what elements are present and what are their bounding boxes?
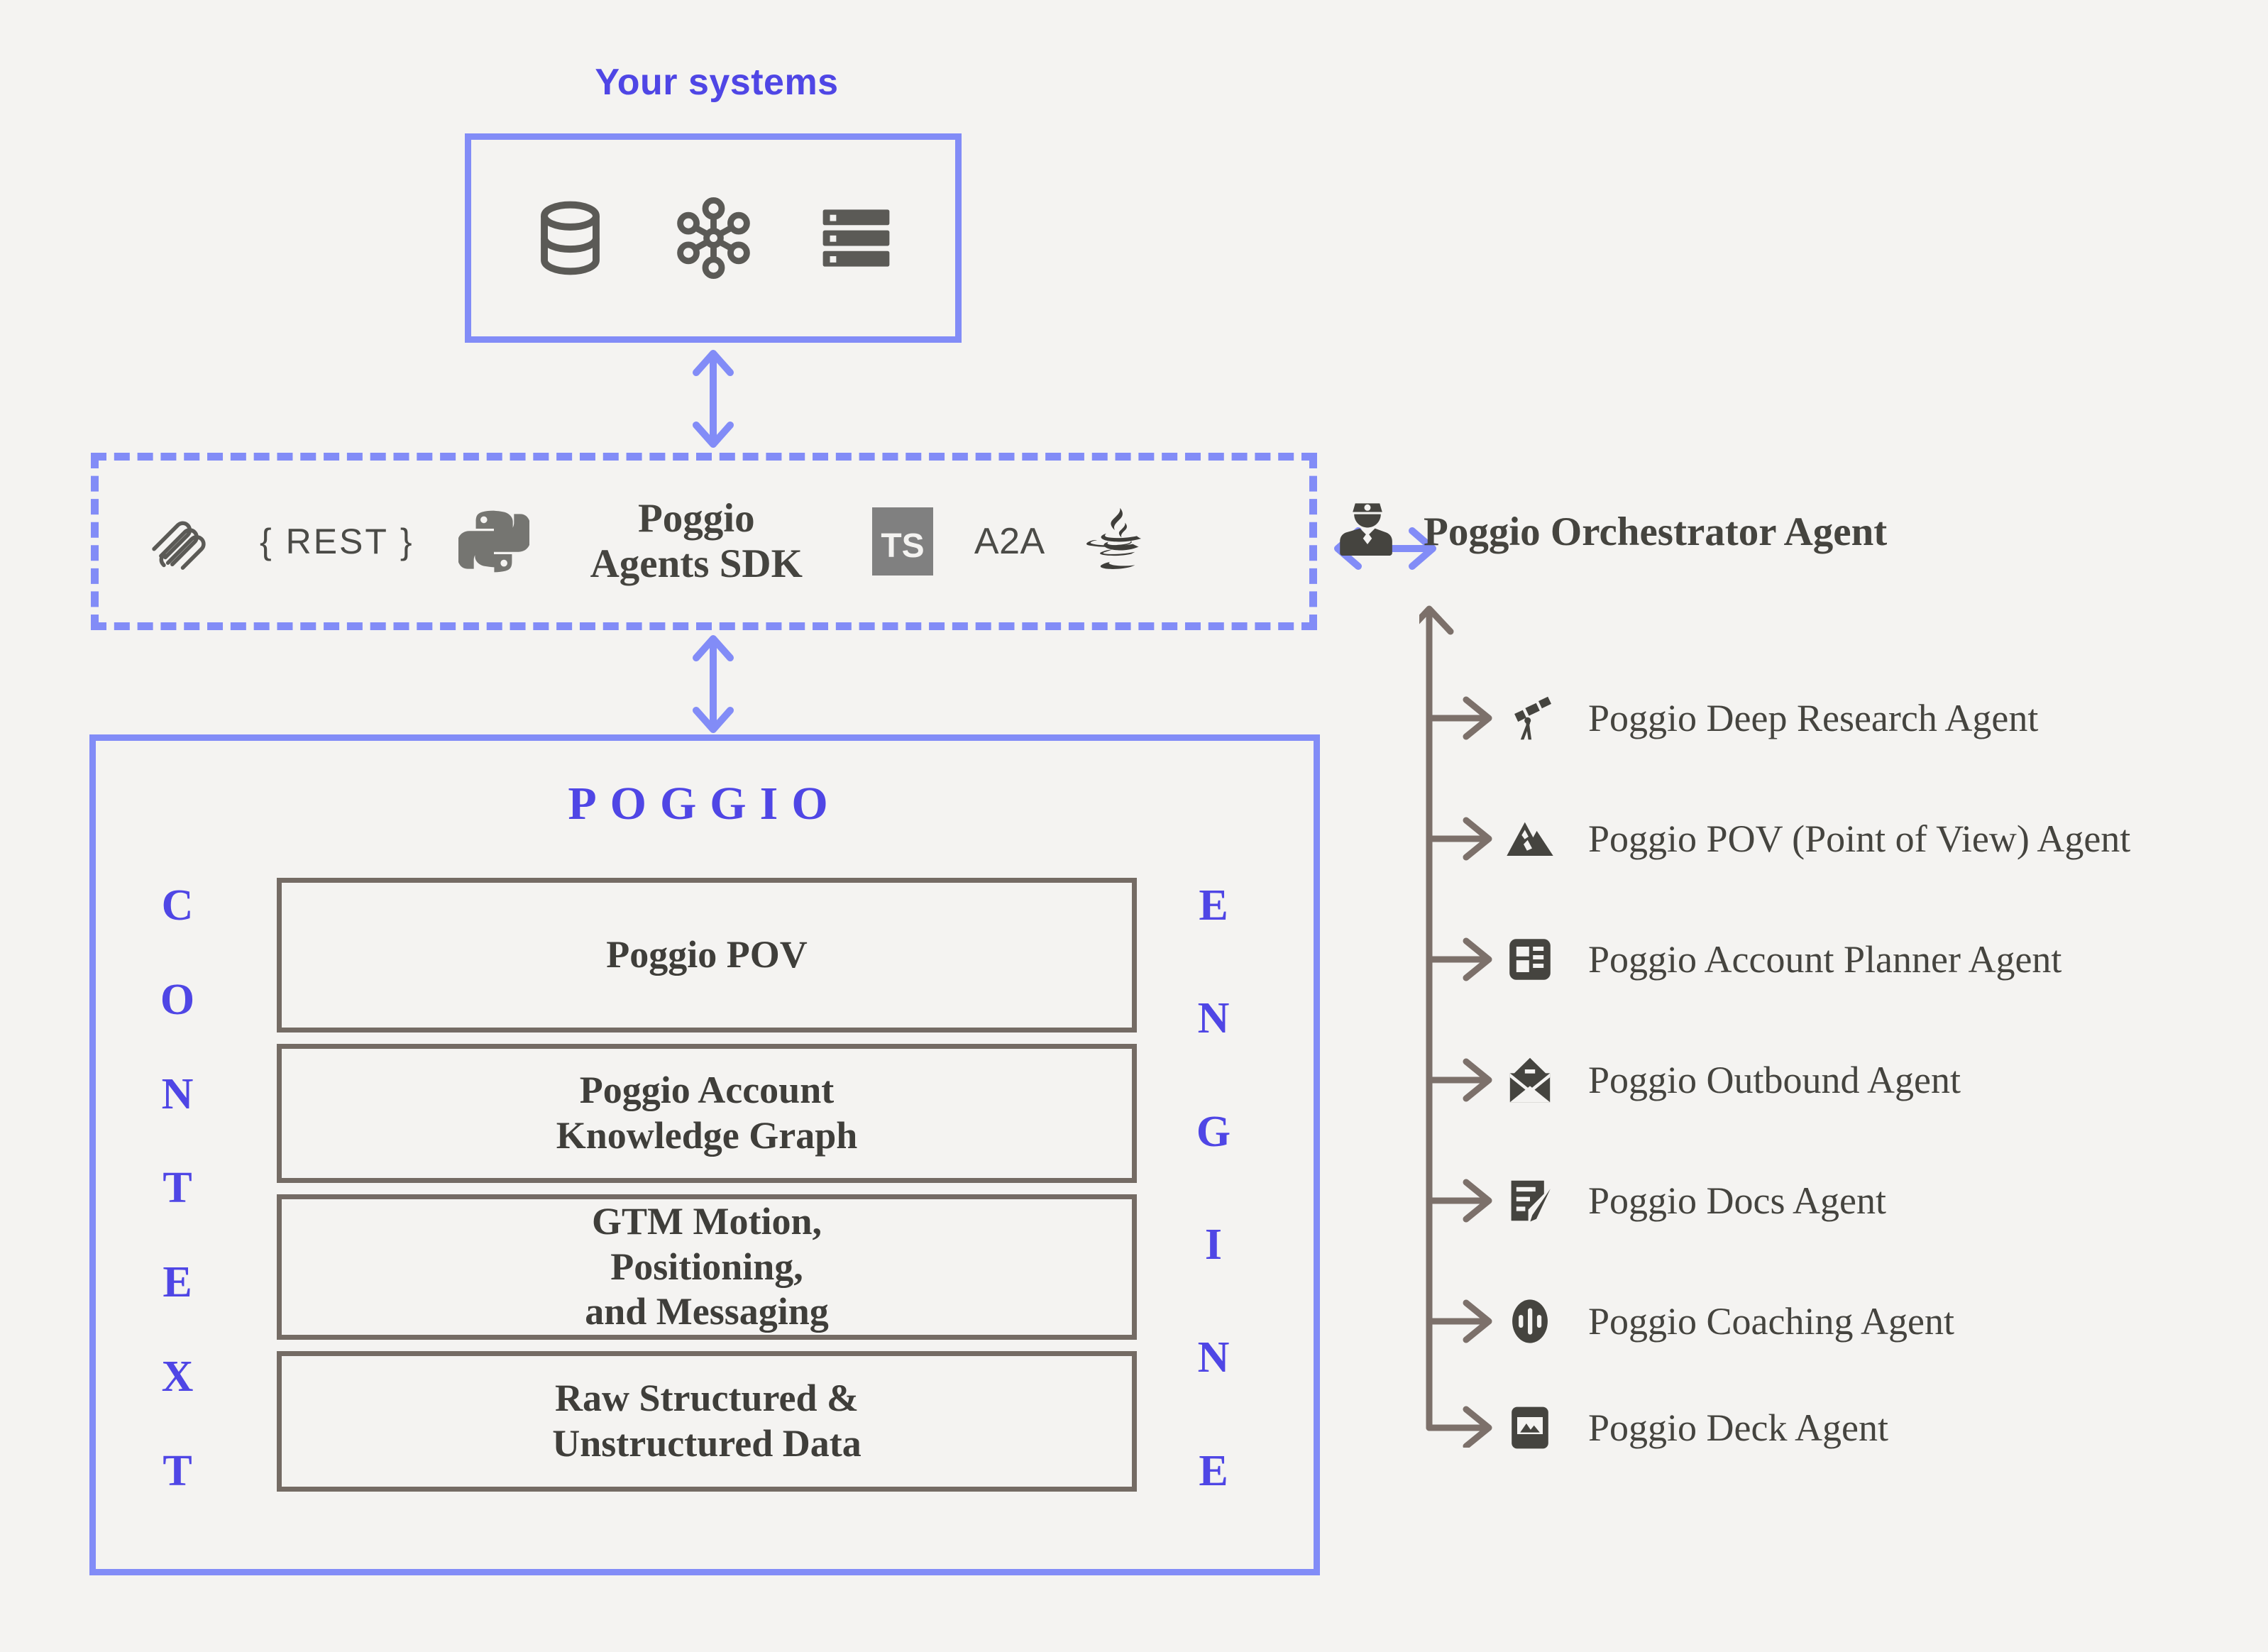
stack-box-gtm-motion: GTM Motion, Positioning, and Messaging <box>277 1194 1137 1340</box>
agent-label: Poggio Outbound Agent <box>1588 1059 1961 1101</box>
server-list-icon <box>812 194 901 282</box>
agent-label: Poggio Coaching Agent <box>1588 1300 1954 1343</box>
context-letter: C <box>161 881 194 930</box>
agent-label: Poggio Deck Agent <box>1588 1406 1888 1449</box>
envelope-send-icon <box>1504 1054 1556 1106</box>
image-slide-icon <box>1504 1402 1556 1453</box>
connector-systems-to-sdk <box>678 346 749 456</box>
orchestrator-conductor-icon <box>1334 497 1401 567</box>
context-letter: N <box>161 1069 194 1118</box>
agent-row-pov[interactable]: Poggio POV (Point of View) Agent <box>1504 813 2130 864</box>
agent-row-coaching[interactable]: Poggio Coaching Agent <box>1504 1296 1954 1347</box>
orchestrator-agent-label: Poggio Orchestrator Agent <box>1424 510 1888 554</box>
agent-row-deep-research[interactable]: Poggio Deep Research Agent <box>1504 693 2038 744</box>
python-icon <box>458 506 529 577</box>
poggio-wordmark: POGGIO <box>568 778 842 830</box>
agent-label: Poggio POV (Point of View) Agent <box>1588 817 2131 860</box>
your-systems-box <box>465 133 962 343</box>
typescript-icon: TS <box>871 507 933 576</box>
java-icon <box>1085 505 1153 578</box>
audio-waveform-icon <box>1504 1296 1556 1347</box>
stack-box-account-knowledge-graph: Poggio Account Knowledge Graph <box>277 1044 1137 1183</box>
agent-row-docs[interactable]: Poggio Docs Agent <box>1504 1175 1886 1226</box>
mountains-icon <box>1504 813 1556 864</box>
engine-letter: N <box>1197 994 1230 1043</box>
engine-letter: N <box>1197 1333 1230 1382</box>
orchestrator-agent-row: Poggio Orchestrator Agent <box>1334 497 1887 567</box>
agents-sdk-name: Poggio Agents SDK <box>590 496 803 586</box>
engine-letter: I <box>1204 1221 1223 1270</box>
agent-row-account-planner[interactable]: Poggio Account Planner Agent <box>1504 934 2061 985</box>
agent-row-deck[interactable]: Poggio Deck Agent <box>1504 1402 1888 1453</box>
engine-vertical-word: E N G I N E <box>1178 880 1249 1497</box>
agent-tree: Poggio Deep Research Agent Poggio POV (P… <box>1419 596 2257 1449</box>
agent-row-outbound[interactable]: Poggio Outbound Agent <box>1504 1054 1961 1106</box>
engine-letter: E <box>1199 881 1228 930</box>
svg-text:TS: TS <box>881 527 924 565</box>
dashboard-layout-icon <box>1504 934 1556 985</box>
engine-letter: G <box>1196 1107 1231 1156</box>
your-systems-title: Your systems <box>595 62 839 103</box>
telescope-icon <box>1504 693 1556 744</box>
document-edit-icon <box>1504 1175 1556 1226</box>
context-letter: E <box>163 1258 192 1307</box>
context-letter: T <box>163 1164 192 1213</box>
agent-label: Poggio Account Planner Agent <box>1588 938 2062 981</box>
agents-sdk-content: { REST } Poggio Agents SDK TS A2A <box>91 453 1317 630</box>
context-letter: X <box>161 1352 194 1401</box>
connector-sdk-to-poggio <box>678 632 749 740</box>
agent-label: Poggio Deep Research Agent <box>1588 697 2039 739</box>
database-icon <box>526 194 615 282</box>
stack-box-raw-data: Raw Structured & Unstructured Data <box>277 1351 1137 1492</box>
agent-label: Poggio Docs Agent <box>1588 1179 1887 1222</box>
a2a-label: A2A <box>974 521 1045 562</box>
context-letter: T <box>163 1446 192 1495</box>
stack-box-poggio-pov: Poggio POV <box>277 878 1137 1032</box>
context-letter: O <box>160 975 195 1024</box>
engine-letter: E <box>1199 1446 1228 1495</box>
context-stack: Poggio POV Poggio Account Knowledge Grap… <box>277 878 1137 1497</box>
mcp-icon <box>145 507 214 576</box>
rest-label: { REST } <box>260 522 414 561</box>
context-vertical-word: C O N T E X T <box>142 880 213 1497</box>
network-graph-icon <box>669 194 758 282</box>
